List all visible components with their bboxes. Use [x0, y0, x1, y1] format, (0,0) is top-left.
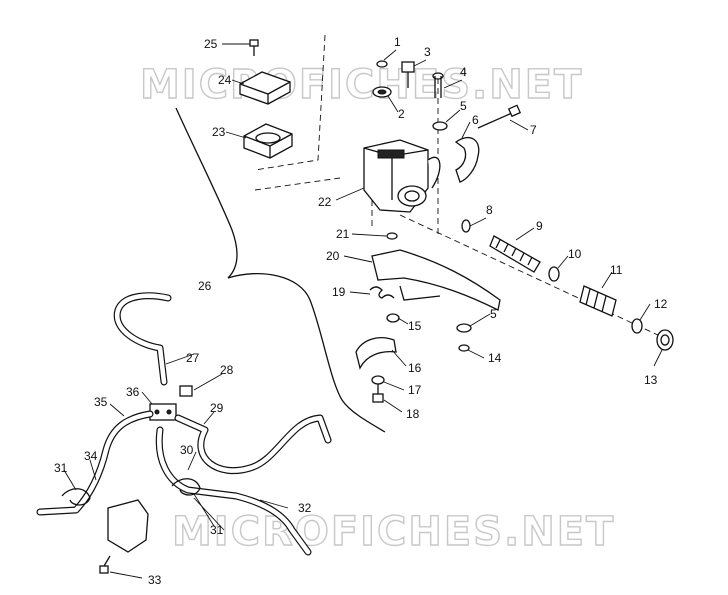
callout-31-right: 31	[210, 523, 224, 537]
callout-31-left: 31	[54, 461, 68, 475]
callout-16: 16	[408, 361, 422, 375]
callout-35: 35	[94, 395, 108, 409]
handlebar-clamp	[454, 137, 480, 183]
callout-30: 30	[180, 443, 194, 457]
upper-brake-hose	[113, 292, 172, 386]
piston-washer	[548, 266, 560, 282]
left-brake-line	[36, 410, 154, 516]
callout-8: 8	[486, 203, 493, 217]
filler-cap	[372, 86, 392, 98]
mounting-plate	[107, 499, 149, 553]
reservoir-diaphragm	[243, 123, 293, 159]
dust-boot	[489, 235, 541, 273]
cap-plug	[376, 60, 388, 68]
washer-top	[432, 121, 448, 131]
callout-26: 26	[198, 279, 212, 293]
callout-17: 17	[408, 383, 422, 397]
callout-21: 21	[336, 227, 350, 241]
callout-29: 29	[210, 401, 224, 415]
callout-4: 4	[460, 65, 467, 79]
callout-10: 10	[568, 247, 582, 261]
callout-6: 6	[472, 113, 479, 127]
explode-line-reservoir	[254, 177, 341, 191]
master-cylinder-body	[363, 139, 441, 213]
callout-25: 25	[204, 37, 218, 51]
center-brake-line	[155, 426, 312, 556]
explode-line-cap	[254, 34, 326, 171]
leader-lines	[63, 43, 663, 579]
callout-3: 3	[424, 45, 431, 59]
callout-24: 24	[218, 73, 232, 87]
watermark-top: MICROFICHES.NET	[140, 62, 583, 108]
reservoir-screw	[249, 39, 259, 56]
callout-18: 18	[406, 407, 420, 421]
callout-33: 33	[148, 573, 162, 587]
callout-5-lower: 5	[490, 307, 497, 321]
lever-nut	[458, 344, 470, 352]
callout-20: 20	[326, 249, 340, 263]
explode-line-axis	[399, 214, 661, 337]
mounting-bolt	[401, 61, 415, 88]
callout-15: 15	[408, 319, 422, 333]
callout-9: 9	[536, 219, 543, 233]
callout-34: 34	[84, 449, 98, 463]
callout-13: 13	[644, 373, 658, 387]
clamp-bolt	[477, 104, 522, 129]
callout-12: 12	[654, 297, 668, 311]
callout-23: 23	[212, 125, 226, 139]
callout-28: 28	[220, 363, 234, 377]
switch-bracket	[355, 337, 397, 370]
o-ring	[631, 318, 643, 334]
pivot-pin	[432, 72, 444, 98]
lever-washer	[386, 313, 400, 323]
brake-lever	[371, 249, 501, 311]
plate-bolt	[99, 555, 111, 574]
callout-5-top: 5	[460, 99, 467, 113]
assembly-boundary-line	[175, 107, 386, 433]
callout-32: 32	[298, 501, 312, 515]
piston-assembly	[579, 285, 617, 317]
callout-36: 36	[126, 385, 140, 399]
pivot-washer	[386, 232, 398, 240]
reservoir-cover	[239, 71, 291, 105]
pivot-bolt	[372, 384, 384, 403]
junction-fitting	[149, 385, 193, 421]
hose-clip-left	[61, 488, 91, 506]
hose-clip-right	[171, 478, 201, 496]
callout-14: 14	[488, 351, 502, 365]
watermark-bottom: MICROFICHES.NET	[172, 509, 615, 555]
callout-27: 27	[186, 351, 200, 365]
callout-11: 11	[610, 263, 623, 277]
boot-washer	[461, 219, 471, 233]
washer-lower	[456, 323, 472, 333]
right-brake-line	[174, 414, 332, 475]
return-spring	[369, 286, 395, 299]
cylinder-cap	[656, 329, 674, 351]
callout-2: 2	[398, 107, 405, 121]
callout-7: 7	[530, 123, 537, 137]
callout-19: 19	[332, 285, 346, 299]
callout-22: 22	[318, 195, 332, 209]
callout-1: 1	[394, 35, 401, 49]
pivot-nut	[371, 375, 385, 385]
